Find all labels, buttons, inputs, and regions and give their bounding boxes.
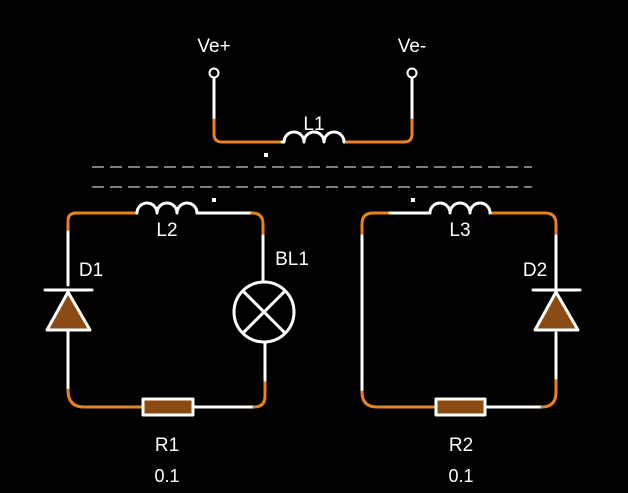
diode-d1-body — [45, 290, 92, 332]
lamp-bl1 — [232, 280, 296, 344]
resistor-r2 — [434, 397, 487, 417]
label-l2: L2 — [156, 220, 177, 241]
labels: Ve+ Ve- L1 L2 L3 D1 D2 BL1 R1 0.1 R2 0.1 — [79, 36, 547, 486]
terminal-positive[interactable] — [208, 67, 220, 79]
inductor-l3 — [428, 201, 492, 215]
left-secondary-circuit — [43, 198, 296, 417]
label-l1: L1 — [303, 114, 324, 135]
right-secondary-circuit — [360, 198, 582, 417]
label-r2: R2 — [449, 435, 473, 456]
inductor-l2 — [135, 201, 199, 215]
lamp-bl1-bulb — [232, 280, 296, 344]
wire-left-top-right-active — [250, 211, 265, 238]
label-r1: R1 — [155, 435, 179, 456]
wire-right-bottom-left-active — [360, 390, 438, 409]
dot-l1 — [264, 153, 268, 157]
label-bl1: BL1 — [275, 249, 309, 270]
label-ve-plus: Ve+ — [197, 36, 230, 57]
resistor-r1 — [141, 397, 195, 417]
diode-d2 — [531, 288, 582, 332]
transformer-core — [92, 166, 532, 188]
diode-d1 — [43, 288, 94, 332]
inductor-l1 — [280, 130, 346, 144]
wire-primary-left-active — [212, 118, 284, 144]
lamp-bl1-cross-b — [241, 289, 287, 335]
label-d2: D2 — [523, 260, 547, 281]
value-r1: 0.1 — [154, 466, 179, 486]
wire-left-top-active — [66, 211, 139, 234]
dot-l3 — [411, 198, 415, 202]
wire-right-bottom-right-active — [540, 376, 558, 409]
terminal-negative[interactable] — [406, 67, 418, 79]
wire-right-top-right-active — [488, 211, 558, 238]
label-ve-minus: Ve- — [398, 36, 427, 57]
wire-primary-right-active — [342, 118, 414, 144]
label-l3: L3 — [449, 220, 470, 241]
value-r2: 0.1 — [448, 466, 473, 486]
wire-left-bottom-right-active — [252, 378, 267, 409]
wire-left-bottom-active — [66, 388, 145, 409]
dot-l2 — [212, 198, 216, 202]
primary-circuit — [208, 67, 418, 157]
label-d1: D1 — [79, 260, 103, 281]
wire-right-top-left-active — [360, 211, 392, 238]
diode-d2-body — [533, 290, 580, 332]
